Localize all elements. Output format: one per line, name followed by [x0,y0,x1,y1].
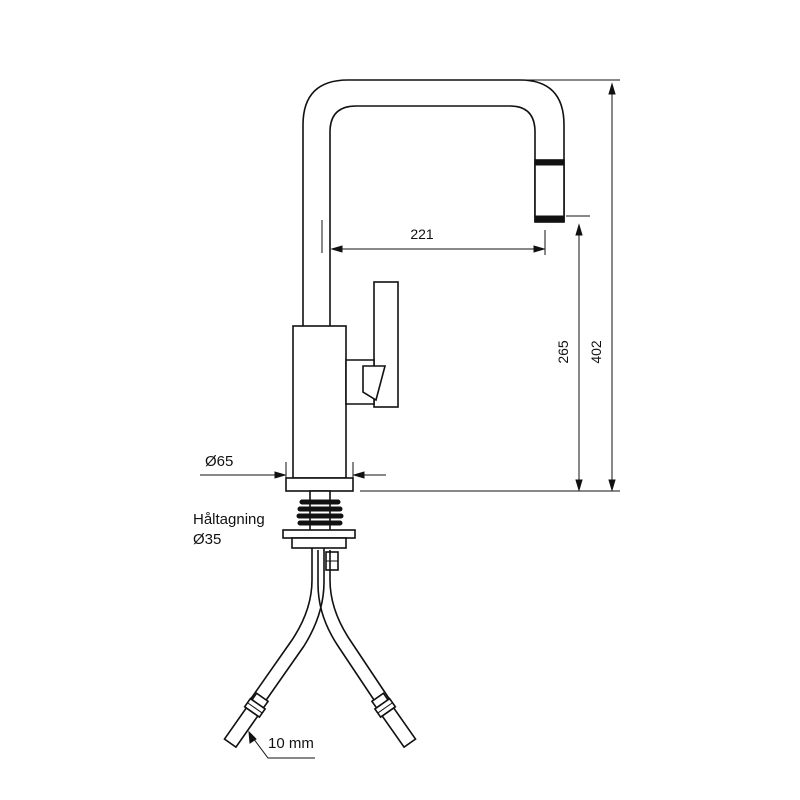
spray-head [534,159,565,223]
hose-size-leader [249,733,315,759]
hole-label: Håltagning [193,511,265,528]
base-diameter-value: Ø65 [205,453,233,470]
spout-outer-contour [302,79,565,326]
left-hose-edge-b [261,548,325,707]
thread-2 [297,506,343,512]
hose-size-value: 10 mm [268,735,314,752]
lever-joint [362,365,387,402]
reach-arrow-right [533,245,546,253]
total-height-arrow-top [608,82,616,95]
mounting-nut [291,537,347,549]
dimension-total-height: 402 [360,79,620,492]
reach-value: 221 [410,226,434,242]
total-height-value: 402 [588,340,604,364]
base-arrow-left [274,471,287,479]
base-plate [285,477,354,492]
spout-height-value: 265 [555,340,571,364]
left-hose-edge-a [249,548,313,701]
supply-hoses [223,548,417,749]
left-hose-fitting [223,692,270,749]
spout-inner-contour [329,105,536,326]
thread-3 [296,513,344,519]
faucet-spout [302,79,565,326]
thread-1 [299,499,341,505]
dimension-spout-height: 265 [555,215,590,492]
base-arrow-right [352,471,365,479]
spout-height-arrow-top [575,223,583,236]
faucet-body-cylinder [292,325,347,479]
mounting-assembly [282,490,356,571]
hose-size-arrow [248,730,257,744]
dimension-reach: 221 [330,226,546,255]
hole-note: Håltagning Ø35 [193,511,265,548]
spray-head-band-top [534,159,565,166]
thread-4 [297,520,343,526]
right-hose-edge-b [329,550,391,701]
total-height-arrow-bottom [608,479,616,492]
spray-head-nozzle [534,215,565,223]
right-hose-edge-a [317,550,379,707]
clamp-plate [282,529,356,539]
hole-diameter-value: Ø35 [193,531,221,548]
right-hose-fitting [370,692,417,749]
spout-height-arrow-bottom [575,479,583,492]
reach-arrow-left [330,245,343,253]
faucet-body [285,281,399,492]
hose-size-note: 10 mm [248,730,315,759]
dimension-base-diameter: Ø65 [200,453,386,484]
